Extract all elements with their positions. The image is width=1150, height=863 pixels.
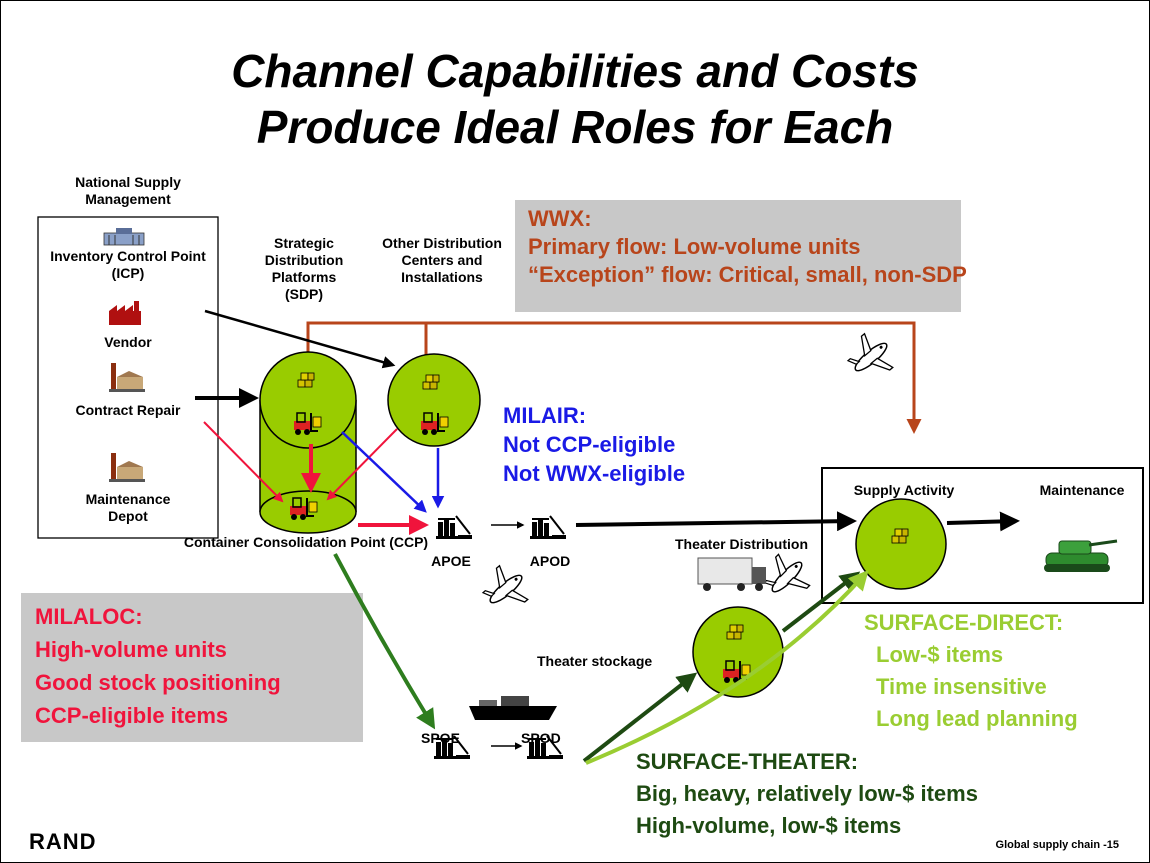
ccp-to-spoe-arrow — [333, 553, 436, 730]
milaloc-heading: MILALOC: — [35, 604, 143, 629]
vendor-factory-icon — [109, 301, 141, 325]
contract-repair-icon — [109, 363, 145, 392]
maintenance-depot-icon — [109, 453, 145, 482]
other-dc-label: Other Distribution Centers and Installat… — [382, 235, 502, 285]
milair-flow-arrows — [341, 431, 445, 513]
ship-icon — [469, 696, 557, 720]
milaloc-callout: MILALOC: High-volume units Good stock po… — [35, 600, 281, 732]
surface-direct-line-1: Low-$ items — [876, 642, 1004, 667]
page-footer: Global supply chain -15 — [995, 839, 1119, 851]
rand-logo: RAND — [29, 829, 97, 854]
milair-line-1: Not CCP-eligible — [503, 432, 676, 457]
theater-distribution-label: Theater Distribution — [675, 536, 809, 552]
slide-title: Channel Capabilities and Costs Produce I… — [1, 43, 1149, 155]
title-line-2: Produce Ideal Roles for Each — [256, 101, 894, 153]
milair-heading: MILAIR: — [503, 403, 587, 428]
theater-to-supply-arrow — [781, 571, 861, 633]
surface-direct-callout: SURFACE-DIRECT: Low-$ items Time insensi… — [864, 607, 1078, 735]
milaloc-flow-arrows — [203, 421, 429, 535]
surface-direct-line-2: Time insensitive — [876, 674, 1047, 699]
spod-label: SPOD — [521, 730, 561, 746]
supply-to-maintenance-arrow — [946, 511, 1020, 532]
spoe-label: SPOE — [421, 730, 460, 746]
wwx-callout-bg — [515, 200, 961, 312]
supply-activity-node — [855, 498, 947, 590]
icp-to-other-dc-arrow — [204, 309, 396, 369]
apoe-label: APOE — [431, 553, 471, 569]
surface-theater-line-2: High-volume, low-$ items — [636, 813, 902, 838]
national-supply-box — [37, 216, 219, 539]
sdp-label: Strategic Distribution Platforms (SDP) — [264, 235, 344, 302]
theater-stockage-label: Theater stockage — [537, 653, 653, 669]
wwx-callout: WWX: Primary flow: Low-volume units “Exc… — [528, 205, 967, 289]
ccp-label: Container Consolidation Point (CCP) — [183, 534, 429, 550]
milaloc-callout-bg — [21, 593, 363, 742]
milaloc-line-2: Good stock positioning — [35, 670, 281, 695]
apod-to-supply-arrow — [575, 511, 857, 532]
wwx-heading: WWX: — [528, 206, 592, 231]
wwx-line-2: “Exception” flow: Critical, small, non-S… — [528, 262, 967, 287]
surface-theater-line-1: Big, heavy, relatively low-$ items — [636, 781, 978, 806]
surface-theater-callout: SURFACE-THEATER: Big, heavy, relatively … — [636, 746, 978, 842]
surface-theater-heading: SURFACE-THEATER: — [636, 749, 859, 774]
vendor-label: Vendor — [104, 334, 152, 350]
surface-direct-heading: SURFACE-DIRECT: — [864, 610, 1064, 635]
title-line-1: Channel Capabilities and Costs — [231, 45, 919, 97]
other-dc-node — [387, 353, 481, 447]
wwx-line-1: Primary flow: Low-volume units — [528, 234, 861, 259]
maintenance-label: Maintenance — [1039, 482, 1125, 498]
surface-direct-arrow — [585, 570, 869, 765]
surface-direct-line-3: Long lead planning — [876, 706, 1078, 731]
icp-building-icon — [103, 228, 145, 246]
milaloc-line-3: CCP-eligible items — [35, 703, 229, 728]
milair-callout: MILAIR: Not CCP-eligible Not WWX-eligibl… — [503, 401, 685, 488]
contract-repair-label: Contract Repair — [75, 402, 181, 418]
milaloc-line-1: High-volume units — [35, 637, 227, 662]
apod-label: APOD — [529, 553, 571, 569]
icp-label: Inventory Control Point (ICP) — [50, 248, 206, 281]
apod-port-icon — [529, 515, 567, 540]
milair-line-2: Not WWX-eligible — [503, 461, 686, 486]
wwx-plane-icon — [840, 326, 902, 388]
tank-icon — [1044, 539, 1118, 572]
spod-to-theater-arrow — [582, 672, 698, 763]
apoe-port-icon — [435, 515, 473, 540]
truck-icon — [697, 557, 766, 591]
maintenance-depot-label: Maintenance Depot — [85, 491, 171, 524]
national-supply-heading: National Supply Management — [75, 174, 181, 207]
theater-plane-icon — [756, 546, 818, 608]
supply-activity-label: Supply Activity — [853, 482, 955, 498]
